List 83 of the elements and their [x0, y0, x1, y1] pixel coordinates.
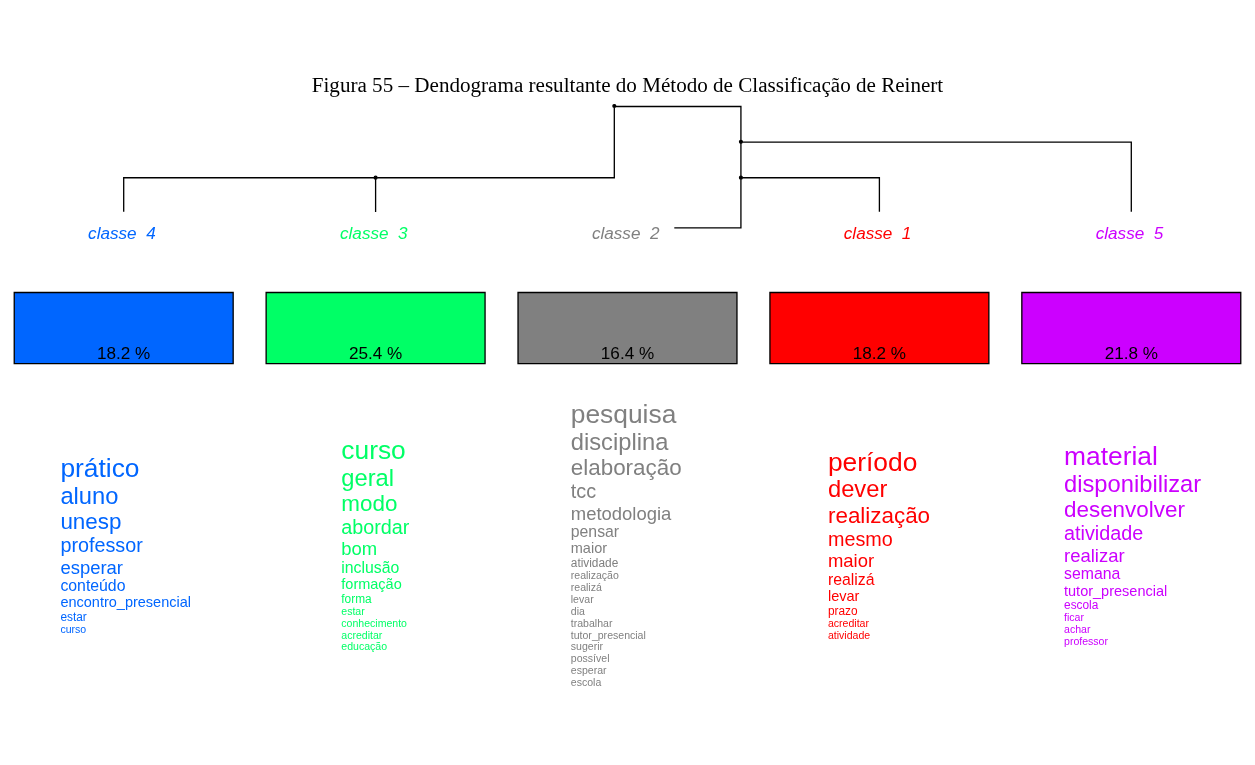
connector: [123, 177, 375, 213]
connector: [741, 177, 881, 213]
node-label: tcc: [570, 480, 597, 503]
node-label: acreditar: [341, 628, 383, 641]
connector: [615, 105, 742, 141]
node-label: tutor_presencial: [1064, 582, 1168, 599]
node-label: professor: [60, 534, 143, 557]
node-label: acreditar: [827, 616, 870, 629]
node-label: geral: [341, 464, 395, 491]
node-label: material: [1064, 441, 1158, 472]
node-label: prático: [60, 453, 140, 484]
node-label: pensar: [570, 523, 620, 541]
node-label: maior: [570, 540, 608, 557]
node-label: realização: [570, 569, 619, 582]
node-label: ficar: [1064, 611, 1084, 624]
node-label: encontro_presencial: [60, 594, 191, 611]
node-label: realizá: [827, 570, 875, 588]
connector: [376, 107, 615, 179]
connector: [741, 141, 1132, 213]
node-label: inclusão: [341, 558, 400, 576]
node-text: classe 5: [1095, 222, 1164, 243]
node-label: escola: [1064, 598, 1099, 613]
node-label: desenvolver: [1064, 497, 1185, 523]
node-label: pesquisa: [570, 399, 677, 430]
node-label: possível: [570, 652, 610, 665]
node-text: classe 1: [843, 222, 912, 243]
node-label: conteúdo: [60, 577, 126, 595]
connector: [374, 178, 377, 213]
node-label: maior: [827, 550, 875, 572]
node-box: 18.2 %: [769, 291, 990, 365]
node-label: sugerir: [570, 640, 604, 653]
node-label: período: [827, 446, 918, 477]
node-label: semana: [1064, 565, 1121, 583]
node-label: modo: [341, 490, 398, 516]
node-text: classe 2: [591, 222, 660, 243]
node-label: atividade: [827, 628, 871, 641]
node-label: aluno: [60, 483, 119, 510]
node-label: prazo: [827, 603, 858, 618]
node-point: [738, 175, 743, 180]
node-text: classe 4: [88, 222, 156, 243]
connector: [673, 178, 742, 229]
node-label: dia: [570, 604, 585, 617]
connector: [740, 142, 742, 177]
node-text: classe 3: [339, 222, 408, 243]
node-label: tutor_presencial: [570, 628, 646, 641]
node-label: levar: [827, 587, 860, 604]
node-label: conhecimento: [341, 616, 407, 629]
diagram-title: Figura 55 – Dendograma resultante do Método de Classificação de Reinert: [311, 73, 944, 98]
node-label: unesp: [60, 509, 122, 535]
node-label: curso: [60, 623, 87, 636]
node-label: dever: [827, 476, 888, 503]
node-label: metodologia: [570, 502, 672, 524]
node-label: elaboração: [570, 455, 682, 481]
node-label: realização: [827, 502, 931, 528]
node-point: [373, 175, 378, 180]
node-point: [612, 103, 617, 109]
node-label: professor: [1064, 635, 1109, 648]
node-label: disponibilizar: [1064, 471, 1202, 498]
node-label: disciplina: [570, 428, 669, 455]
node-label: esperar: [570, 664, 607, 677]
node-label: realizá: [570, 581, 602, 594]
node-label: escola: [570, 676, 602, 689]
node-box: 21.8 %: [1021, 291, 1242, 365]
node-label: formação: [341, 575, 402, 592]
node-label: estar: [60, 610, 87, 625]
node-label: trabalhar: [570, 616, 613, 629]
node-label: atividade: [570, 556, 619, 571]
node-box: 18.2 %: [13, 291, 234, 365]
node-box: 25.4 %: [265, 291, 486, 365]
node-label: mesmo: [827, 527, 893, 550]
node-label: atividade: [1064, 522, 1144, 545]
node-label: forma: [341, 591, 372, 606]
node-point: [738, 139, 743, 144]
node-label: estar: [341, 604, 365, 617]
node-label: curso: [341, 434, 406, 465]
node-label: esperar: [60, 556, 123, 578]
node-label: educação: [341, 640, 388, 653]
node-label: levar: [570, 592, 594, 605]
node-label: realizar: [1064, 544, 1125, 566]
node-label: abordar: [341, 515, 410, 538]
node-label: achar: [1064, 623, 1091, 636]
node-box: 16.4 %: [517, 291, 738, 365]
node-label: bom: [341, 538, 378, 560]
